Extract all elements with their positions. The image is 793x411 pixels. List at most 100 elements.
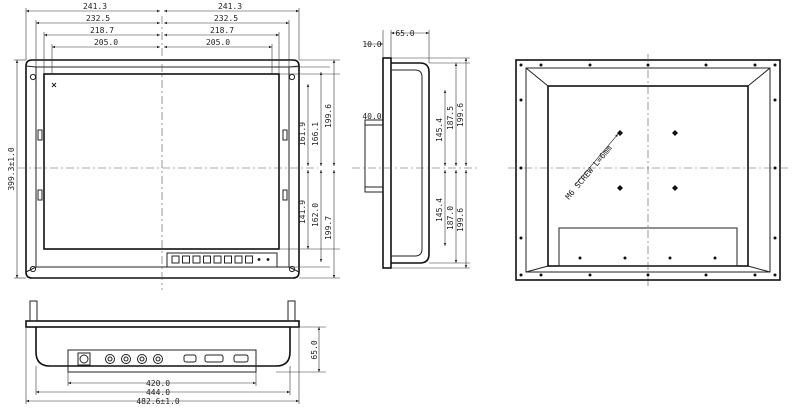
back-mount-dots (519, 63, 777, 277)
dim-label: 187.5 (446, 106, 455, 130)
dim-label: 241.3 (83, 2, 107, 11)
back-mid-frame (525, 67, 771, 273)
round-connector-pin (155, 356, 161, 362)
front-height-right: 161.9 166.1 199.6 141.9 162.0 199.7 (279, 59, 340, 279)
mount-dot (539, 63, 543, 67)
side-view: 10.0 65.0 40.0 145.4 187.5 199.6 145.4 1… (352, 29, 480, 269)
round-connector-pin (123, 356, 129, 362)
vesa-screw (617, 185, 623, 191)
dim-label: 187.0 (446, 206, 455, 230)
side-slot (282, 189, 288, 201)
io-connectors (77, 352, 249, 366)
mount-dot (713, 256, 717, 260)
mount-dot (773, 63, 777, 67)
mount-dot (704, 63, 708, 67)
mount-hole (288, 265, 296, 273)
dim-label: 205.0 (206, 38, 230, 47)
control-button (203, 255, 211, 264)
dim-label: 199.6 (324, 104, 333, 128)
round-connector (121, 354, 131, 364)
power-connector-ring (79, 354, 89, 364)
round-connector (153, 354, 163, 364)
side-bracket (364, 119, 384, 193)
status-led (257, 258, 261, 261)
dim-label: 218.7 (210, 26, 234, 35)
dim-label: 141.9 (298, 200, 307, 224)
control-button (171, 255, 180, 264)
vesa-screw (617, 130, 623, 136)
side-slot (37, 189, 43, 201)
front-bezel-outline (25, 59, 300, 279)
dim-label: 205.0 (94, 38, 118, 47)
front-view: 241.3 241.3 232.5 232.5 218.7 218.7 205.… (7, 2, 340, 290)
dim-label: 199.6 (456, 208, 465, 232)
mount-dot (773, 273, 777, 277)
side-slot (282, 129, 288, 141)
back-view: M6 SCREW L=6mm (508, 54, 788, 286)
mount-dot (773, 166, 777, 170)
round-connector-pin (107, 356, 113, 362)
round-connector (105, 354, 115, 364)
round-connector-pin (139, 356, 145, 362)
bottom-dimensions: 65.0 420.0 444.0 482.6±1.0 (25, 326, 326, 406)
screw-label: M6 SCREW L=6mm (564, 144, 614, 202)
dim-label: 241.3 (218, 2, 242, 11)
mount-dot (773, 236, 777, 240)
mount-dot (539, 273, 543, 277)
mount-dot (588, 63, 592, 67)
mount-dot (578, 256, 582, 260)
logo-mark (51, 82, 57, 88)
vesa-screw (672, 130, 678, 136)
control-button (192, 255, 201, 264)
dim-label: 218.7 (90, 26, 114, 35)
front-inner-frame (35, 66, 290, 268)
front-height-left: 399.3±1.0 (7, 59, 26, 279)
mount-dot (623, 256, 627, 260)
round-connector (137, 354, 147, 364)
dim-label: 162.0 (311, 203, 320, 227)
dim-label: 166.1 (311, 122, 320, 146)
bottom-handle-right (287, 300, 296, 322)
dim-label: 161.9 (298, 122, 307, 146)
control-button (224, 255, 232, 264)
mount-dot (519, 98, 523, 102)
mount-hole (288, 73, 296, 81)
control-buttons (171, 255, 270, 264)
dim-label: 65.0 (310, 340, 319, 359)
dim-label: 199.6 (456, 103, 465, 127)
dim-label: 40.0 (362, 112, 381, 121)
dim-label: 232.5 (86, 14, 110, 23)
dim-label: 145.4 (435, 118, 444, 142)
dim-label: 420.0 (146, 379, 170, 388)
mount-hole (29, 265, 37, 273)
dim-label: 199.7 (324, 216, 333, 240)
control-button (213, 255, 222, 264)
dim-label: 145.4 (435, 198, 444, 222)
mount-dot (646, 273, 650, 277)
control-panel (166, 252, 278, 268)
dsub-connector (183, 354, 197, 363)
mount-dot (519, 166, 523, 170)
mount-dot (668, 256, 672, 260)
dim-label: 232.5 (214, 14, 238, 23)
mount-dot (753, 63, 757, 67)
mount-dot (519, 236, 523, 240)
side-height-dimensions: 145.4 187.5 199.6 145.4 187.0 199.6 (391, 57, 470, 269)
mount-dot (519, 63, 523, 67)
mount-dot (773, 98, 777, 102)
mount-dot (704, 273, 708, 277)
dim-label: 444.0 (146, 388, 170, 397)
control-button (182, 255, 190, 264)
side-bezel (382, 57, 392, 269)
bottom-body (35, 327, 291, 367)
dsub-connector (204, 354, 224, 363)
dim-label: 10.0 (362, 40, 381, 49)
bottom-flange (25, 320, 300, 328)
front-width-dimensions: 241.3 241.3 232.5 232.5 218.7 218.7 205.… (25, 2, 300, 74)
side-slot (37, 129, 43, 141)
power-connector (77, 352, 91, 366)
vesa-screw (672, 185, 678, 191)
mount-dot (519, 273, 523, 277)
side-body (391, 62, 430, 264)
